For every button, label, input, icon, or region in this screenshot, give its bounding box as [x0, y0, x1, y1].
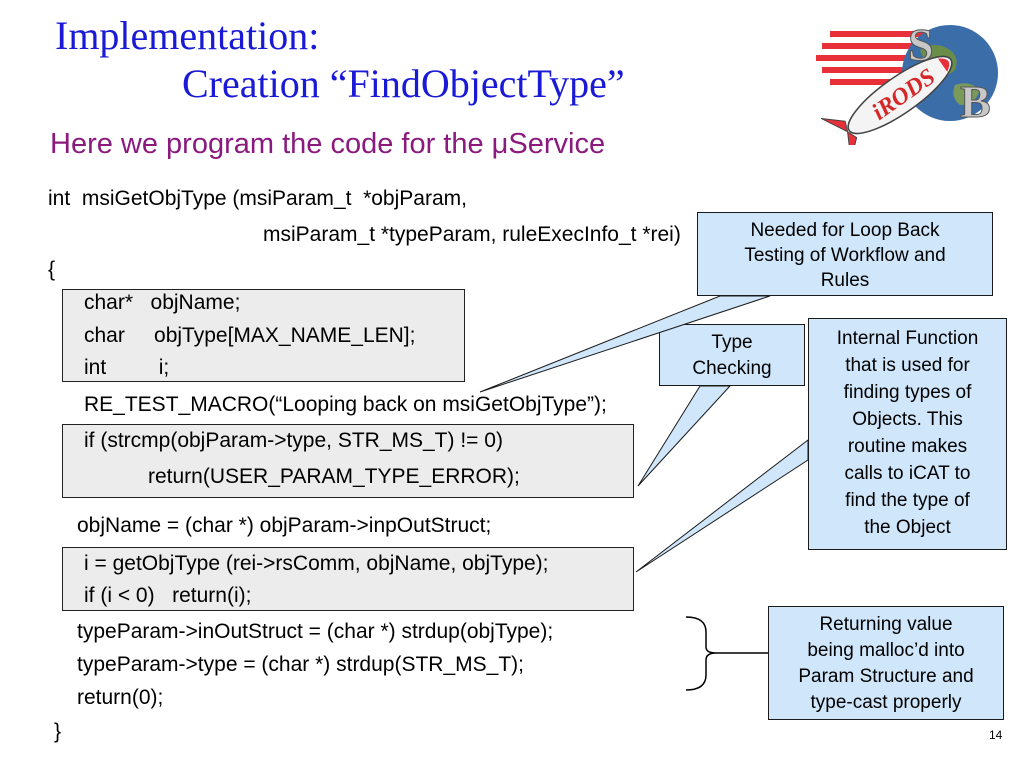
callout-internal-function-line: find the type of	[845, 490, 970, 511]
code-return-error: return(USER_PARAM_TYPE_ERROR);	[148, 465, 520, 488]
callout-loop-back-line: Testing of Workflow and	[744, 245, 946, 266]
callout-returning-value-line: being malloc’d into	[807, 640, 965, 661]
callout-internal-function-line: Objects. This	[852, 409, 963, 430]
code-signature-line-1: int msiGetObjType (msiParam_t *objParam,	[48, 187, 467, 210]
callout-returning-value: Returning value being malloc’d into Para…	[768, 606, 1004, 720]
code-decl-objtype: char objType[MAX_NAME_LEN];	[84, 324, 416, 347]
irods-srb-logo: S B iRODS	[800, 5, 1010, 162]
type-check-box	[62, 424, 634, 498]
callout-returning-value-line: Returning value	[819, 614, 953, 635]
callout-internal-function-line: calls to iCAT to	[844, 463, 971, 484]
logo-letter-b: B	[960, 76, 991, 127]
code-if-i: if (i < 0) return(i);	[84, 584, 252, 607]
callout-loop-back: Needed for Loop Back Testing of Workflow…	[697, 212, 993, 296]
callout-type-checking-line: Type	[711, 332, 753, 353]
code-call-getobjtype: i = getObjType (rei->rsComm, objName, ob…	[84, 552, 549, 575]
callout-internal-function-line: routine makes	[847, 436, 968, 457]
title-line-2: Creation “FindObjectType”	[182, 61, 625, 106]
callout-internal-function-line: finding types of	[843, 382, 972, 403]
callout-type-checking-line: Checking	[692, 358, 772, 379]
code-if-strcmp: if (strcmp(objParam->type, STR_MS_T) != …	[84, 429, 503, 452]
callout-internal-function: Internal Function that is used for findi…	[808, 318, 1007, 550]
code-assign-type: typeParam->type = (char *) strdup(STR_MS…	[77, 653, 524, 676]
code-test-macro: RE_TEST_MACRO(“Looping back on msiGetObj…	[84, 393, 607, 416]
code-return-zero: return(0);	[77, 686, 164, 709]
callout-type-checking: Type Checking	[659, 324, 805, 386]
code-close-brace: }	[54, 720, 62, 743]
subtitle: Here we program the code for the μServic…	[50, 128, 606, 160]
code-open-brace: {	[48, 258, 56, 281]
declarations-box	[62, 289, 465, 382]
page-number: 14	[989, 728, 1003, 742]
callout-loop-back-line: Needed for Loop Back	[750, 220, 940, 241]
callout-returning-value-line: Param Structure and	[798, 666, 974, 687]
code-signature-line-2: msiParam_t *typeParam, ruleExecInfo_t *r…	[263, 223, 681, 246]
callout-internal-function-line: the Object	[864, 517, 951, 538]
getobjtype-box	[62, 547, 634, 611]
code-decl-i: int i;	[84, 356, 170, 379]
code-assign-objname: objName = (char *) objParam->inpOutStruc…	[77, 514, 492, 537]
callout-loop-back-line: Rules	[820, 270, 870, 291]
callout-internal-function-line: that is used for	[845, 355, 970, 376]
code-decl-objname: char* objName;	[84, 291, 241, 314]
callout-returning-value-line: type-cast properly	[810, 692, 962, 713]
title-line-1: Implementation:	[55, 13, 320, 58]
callout-internal-function-line: Internal Function	[836, 328, 979, 349]
code-assign-inoutstruct: typeParam->inOutStruct = (char *) strdup…	[77, 620, 554, 643]
